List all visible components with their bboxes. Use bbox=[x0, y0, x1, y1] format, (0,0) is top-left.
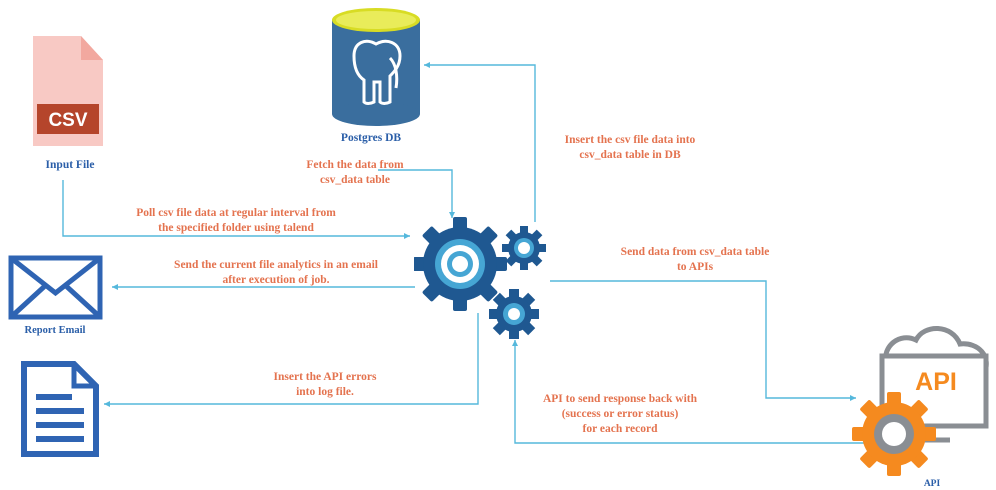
fetch-arrow bbox=[378, 169, 455, 218]
send-api-arrow bbox=[550, 280, 856, 401]
errors-arrow bbox=[104, 313, 479, 407]
email-label-line2: after execution of job. bbox=[222, 274, 330, 286]
send-api-label: Send data from csv_data table to APIs bbox=[590, 245, 800, 275]
response-label: API to send response back with (success … bbox=[520, 392, 720, 437]
postgres-db-icon bbox=[330, 6, 422, 128]
report-email-label: Report Email bbox=[24, 325, 86, 336]
send-api-label-line2: to APIs bbox=[676, 261, 714, 273]
poll-label-line2: the specified folder using talend bbox=[158, 222, 314, 234]
errors-label-line2: into log file. bbox=[296, 386, 354, 398]
log-file-icon bbox=[20, 360, 100, 458]
response-label-line3: for each record bbox=[582, 423, 658, 435]
poll-arrow bbox=[62, 180, 410, 239]
response-arrow bbox=[512, 340, 875, 444]
csv-file-icon: CSV bbox=[25, 34, 105, 152]
csv-badge-text: CSV bbox=[48, 110, 87, 131]
insert-db-label: Insert the csv file data into csv_data t… bbox=[540, 133, 720, 163]
fetch-label-line1: Fetch the data from bbox=[306, 159, 404, 171]
email-label-line1: Send the current file analytics in an em… bbox=[174, 259, 378, 271]
poll-label: Poll csv file data at regular interval f… bbox=[96, 206, 376, 236]
fetch-label: Fetch the data from csv_data table bbox=[300, 158, 410, 188]
postgres-db-label: Postgres DB bbox=[340, 132, 402, 144]
send-api-label-line1: Send data from csv_data table bbox=[620, 246, 770, 258]
response-label-line2: (success or error status) bbox=[561, 408, 679, 420]
email-label: Send the current file analytics in an em… bbox=[138, 258, 414, 288]
insert-db-label-line1: Insert the csv file data into bbox=[564, 134, 696, 146]
email-envelope-icon bbox=[8, 255, 103, 320]
api-label: API bbox=[923, 479, 941, 489]
insert-db-label-line2: csv_data table in DB bbox=[579, 149, 681, 161]
poll-label-line1: Poll csv file data at regular interval f… bbox=[136, 207, 336, 219]
errors-label-line1: Insert the API errors bbox=[273, 371, 377, 383]
response-label-line1: API to send response back with bbox=[542, 393, 698, 405]
processing-gears-icon bbox=[413, 214, 554, 344]
api-icon: API bbox=[852, 322, 996, 480]
insert-db-arrow bbox=[424, 62, 536, 222]
fetch-label-line2: csv_data table bbox=[320, 174, 390, 186]
input-file-label: Input File bbox=[45, 159, 95, 171]
errors-label: Insert the API errors into log file. bbox=[250, 370, 400, 400]
api-badge-text: API bbox=[915, 368, 957, 396]
